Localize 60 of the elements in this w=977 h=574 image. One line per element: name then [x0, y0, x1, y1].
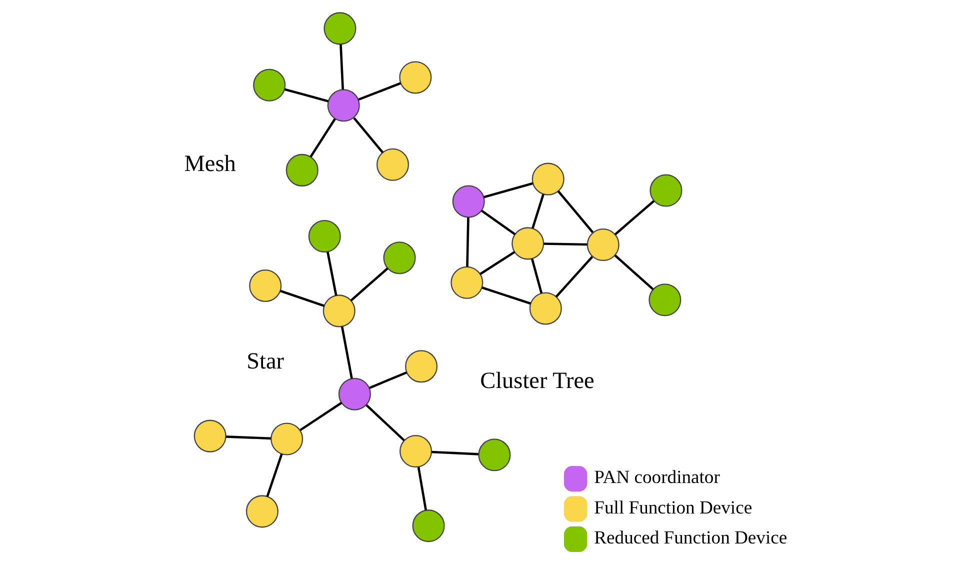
- connector: [530, 258, 542, 294]
- node-circle: [648, 284, 681, 316]
- node-circle: [399, 435, 432, 468]
- node-circle: [412, 510, 444, 542]
- node-circle: [252, 68, 286, 102]
- legend-label: Full Function Device: [594, 497, 752, 518]
- connector: [266, 454, 282, 497]
- connector: [350, 267, 388, 302]
- node-circle: [308, 220, 340, 253]
- connector: [543, 242, 587, 246]
- node-circle: [323, 12, 356, 45]
- connector: [556, 190, 594, 234]
- connector: [479, 250, 515, 276]
- node-circle: [270, 422, 303, 456]
- node-circle: [245, 495, 278, 528]
- node-circle: [404, 350, 438, 383]
- node-circle: [193, 420, 226, 452]
- connector: [531, 194, 544, 229]
- node-circle: [531, 162, 564, 196]
- connector: [431, 450, 478, 456]
- legend-label: Reduced Function Device: [594, 528, 787, 549]
- connector: [416, 466, 426, 510]
- connector: [299, 402, 342, 432]
- connector: [614, 254, 654, 290]
- connector: [481, 286, 530, 305]
- connector: [339, 44, 344, 90]
- connector: [480, 210, 516, 236]
- node-circle: [586, 228, 619, 262]
- connector: [326, 252, 337, 296]
- node-circle: [382, 242, 416, 274]
- node-circle: [452, 185, 484, 218]
- connector: [340, 326, 352, 379]
- connector: [309, 118, 336, 158]
- node-circle: [478, 438, 510, 472]
- connector: [365, 404, 404, 442]
- node-circle: [398, 61, 432, 94]
- connector: [284, 88, 328, 102]
- node-circle: [285, 154, 318, 186]
- connector: [554, 256, 593, 298]
- node-circle: [511, 227, 544, 260]
- connector: [358, 82, 400, 101]
- label: Mesh: [184, 150, 236, 177]
- connector: [279, 290, 324, 307]
- legend-label: PAN coordinator: [594, 467, 720, 488]
- connector: [352, 117, 384, 154]
- connector: [225, 436, 270, 440]
- connector: [483, 182, 533, 198]
- node-circle: [649, 174, 682, 207]
- node-circle: [338, 378, 370, 410]
- connector: [368, 371, 406, 390]
- connector: [466, 218, 469, 267]
- label: Cluster Tree: [480, 368, 594, 394]
- node-circle: [376, 148, 409, 181]
- connector: [614, 200, 654, 236]
- node-circle: [248, 269, 282, 302]
- label: Star: [246, 348, 284, 374]
- node-circle: [528, 292, 562, 325]
- node-circle: [450, 266, 483, 299]
- node-circle: [322, 294, 355, 328]
- node-circle: [326, 89, 360, 122]
